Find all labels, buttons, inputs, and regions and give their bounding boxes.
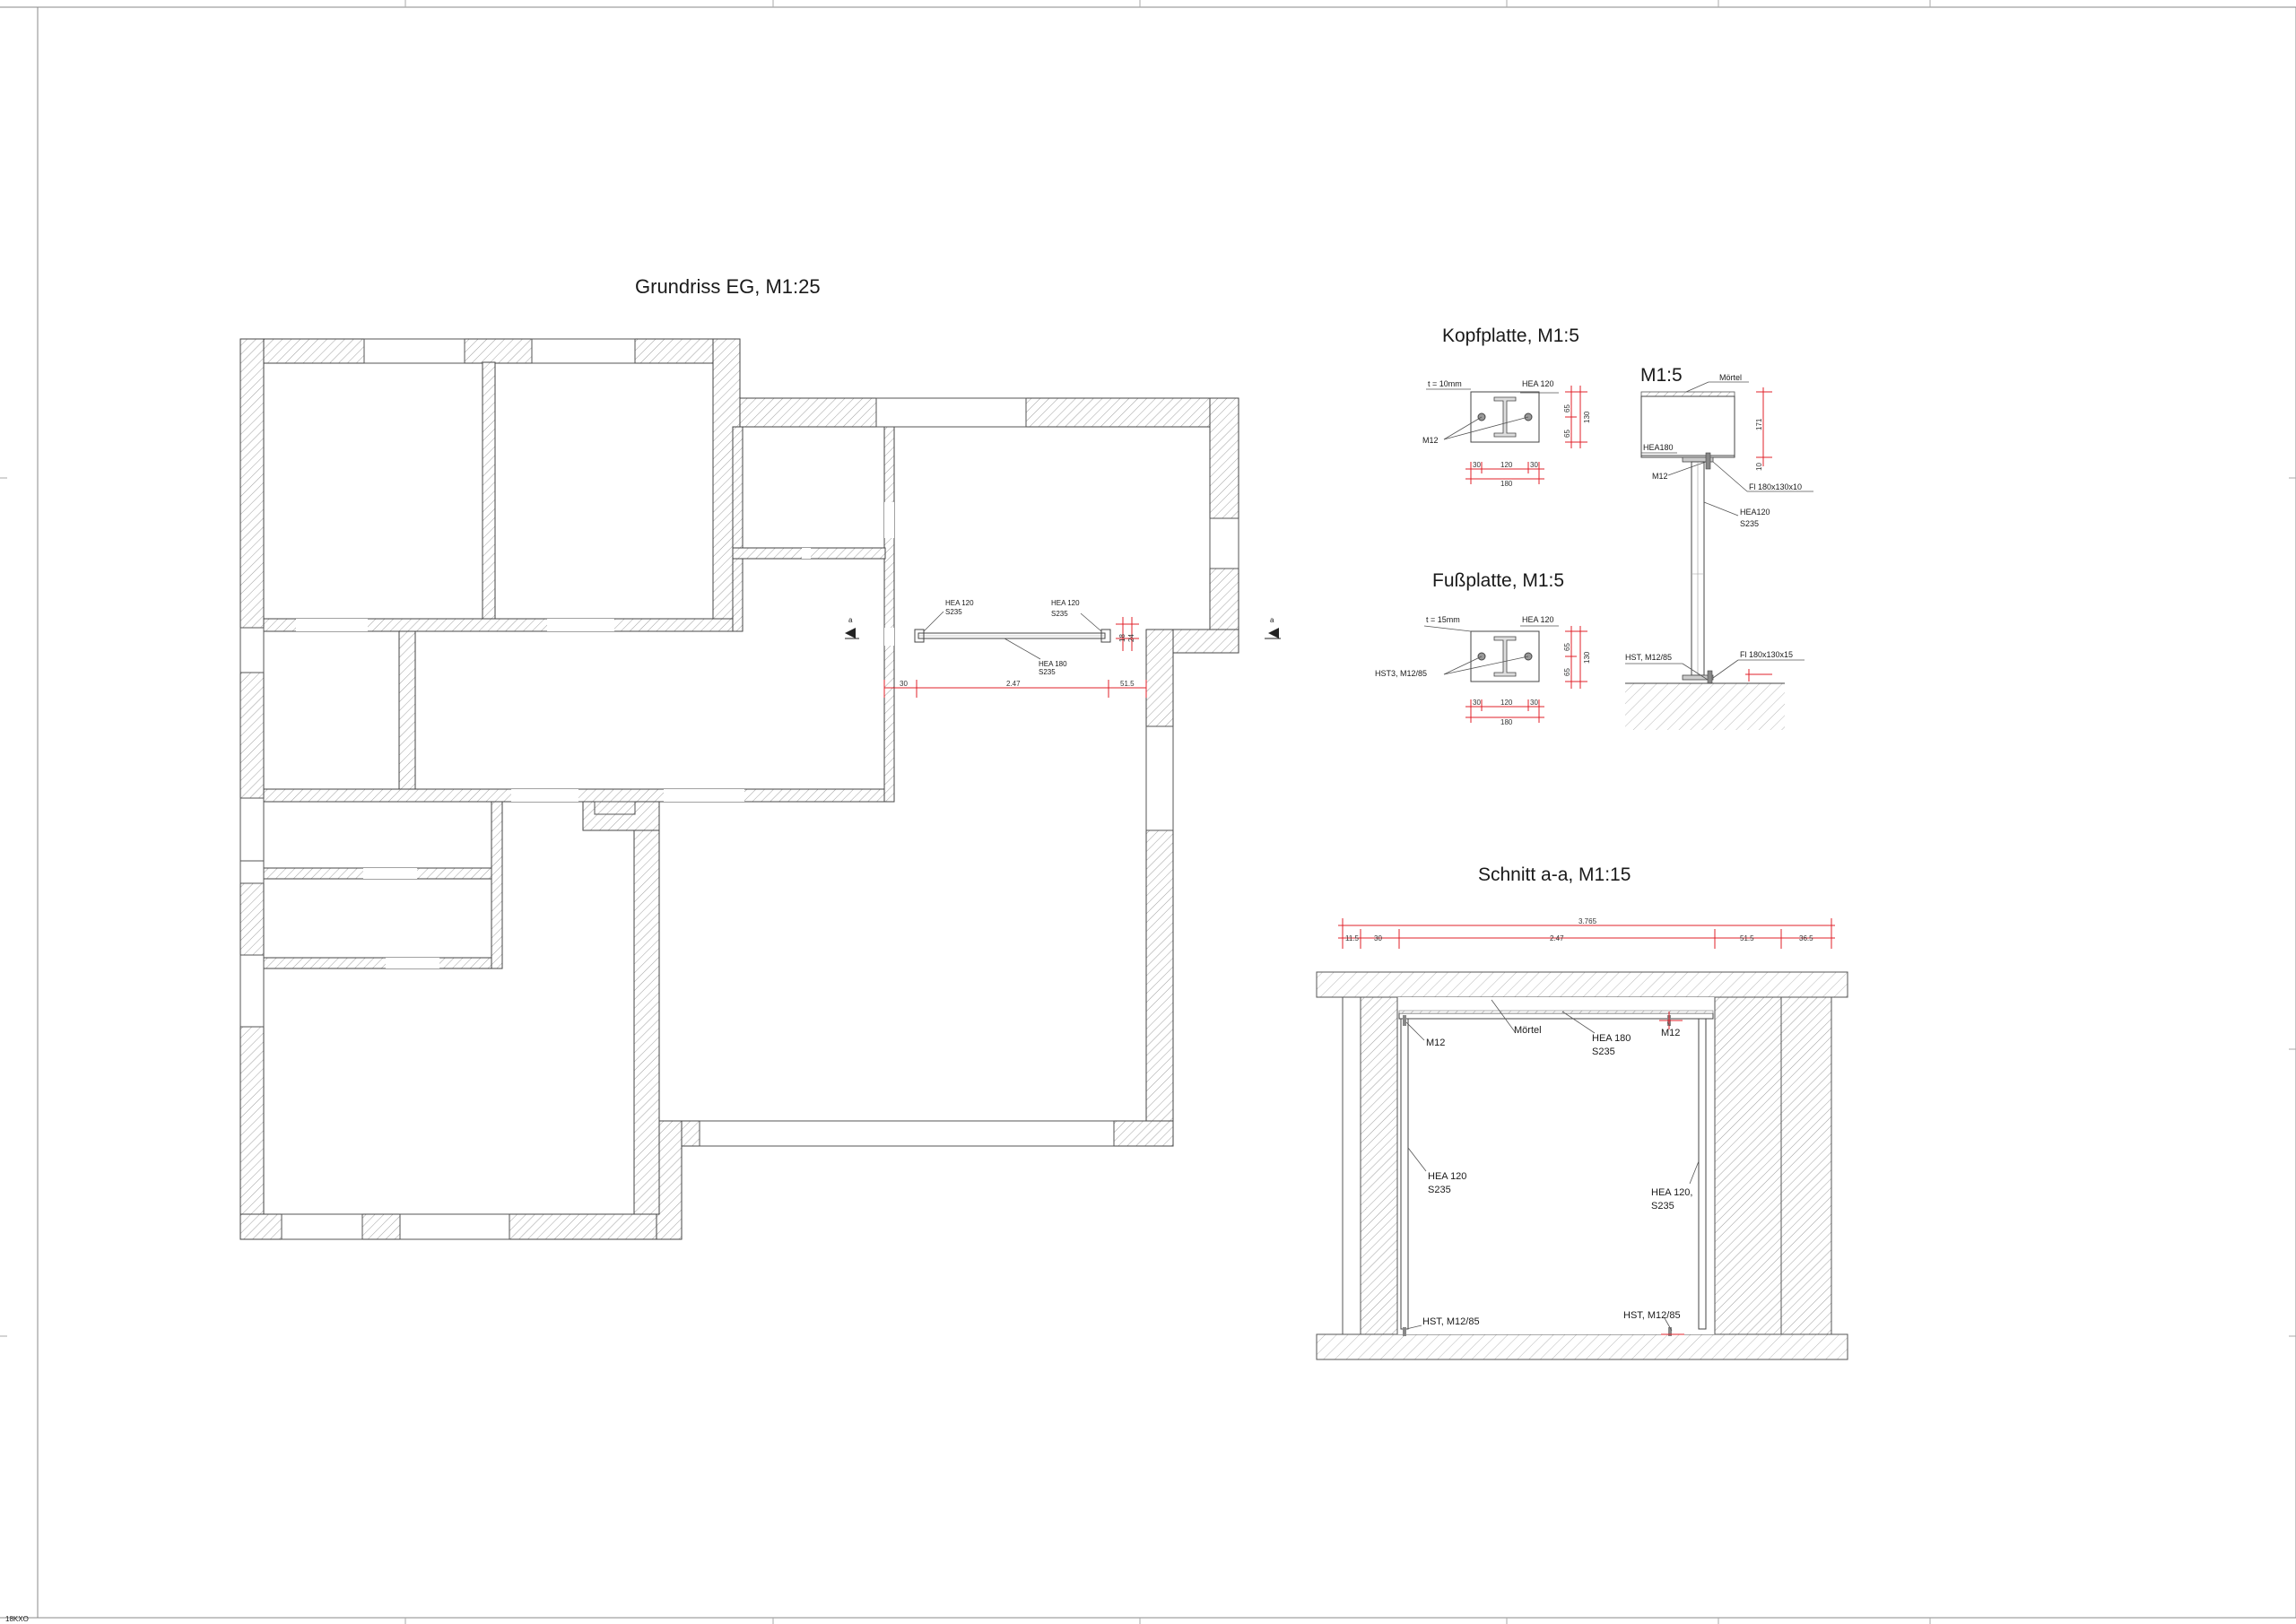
svg-text:S235: S235 [1592,1046,1615,1057]
svg-text:S235: S235 [945,608,962,616]
column-side-detail: M1:5 Mörtel HEA180 M12 Fl 180x130x10 HEA… [1625,365,1813,730]
plan-dimension: 30 2.47 51.5 [883,680,1147,698]
svg-text:30: 30 [1530,461,1538,469]
svg-text:t = 10mm: t = 10mm [1428,379,1462,388]
floor-plan: Grundriss EG, M1:25 [239,275,1281,1240]
head-plate-title: Kopfplatte, M1:5 [1442,326,1579,346]
svg-text:36.5: 36.5 [1799,934,1813,942]
svg-text:130: 130 [1583,651,1591,664]
svg-text:3.765: 3.765 [1578,917,1597,925]
side-detail-title: M1:5 [1640,365,1683,386]
svg-text:HEA120: HEA120 [1740,508,1770,517]
svg-text:M12: M12 [1426,1038,1445,1048]
door-openings [296,502,894,968]
svg-text:S235: S235 [1039,668,1056,676]
svg-text:30: 30 [1473,699,1481,707]
section-aa: Schnitt a-a, M1:15 3.765 11.5 30 2.47 51… [1316,864,1848,1360]
svg-text:171: 171 [1755,418,1763,430]
svg-text:Fl 180x130x10: Fl 180x130x10 [1749,482,1802,491]
svg-text:65: 65 [1563,404,1571,413]
svg-text:HEA 180: HEA 180 [1592,1033,1631,1044]
svg-text:10: 10 [1755,463,1763,471]
svg-text:M12: M12 [1661,1028,1680,1038]
svg-text:11.5: 11.5 [1345,934,1360,942]
svg-text:18: 18 [1118,634,1126,642]
svg-text:M12: M12 [1422,436,1439,445]
svg-text:130: 130 [1583,411,1591,423]
svg-text:51.5: 51.5 [1740,934,1754,942]
svg-text:2.47: 2.47 [1006,680,1021,688]
svg-text:HEA 180: HEA 180 [1039,660,1067,668]
svg-text:65: 65 [1563,430,1571,438]
svg-text:HEA 120: HEA 120 [1522,615,1554,624]
svg-text:S235: S235 [1740,519,1759,528]
svg-text:HST, M12/85: HST, M12/85 [1625,653,1672,662]
svg-text:180: 180 [1500,480,1513,488]
svg-text:51.5: 51.5 [1120,680,1135,688]
svg-text:M12: M12 [1652,472,1668,481]
svg-text:Mörtel: Mörtel [1514,1025,1542,1036]
svg-text:30: 30 [1473,461,1481,469]
svg-text:S235: S235 [1651,1201,1674,1211]
foot-plate-detail: Fußplatte, M1:5 t = 15mm HEA 120 HST3, M… [1375,570,1591,726]
svg-text:120: 120 [1500,699,1513,707]
svg-text:S235: S235 [1051,610,1068,618]
svg-text:HST, M12/85: HST, M12/85 [1422,1316,1480,1327]
svg-text:24: 24 [1127,634,1135,642]
svg-text:HEA180: HEA180 [1643,443,1674,452]
svg-text:30: 30 [900,680,908,688]
svg-text:HEA 120: HEA 120 [1051,599,1080,607]
svg-text:HST3, M12/85: HST3, M12/85 [1375,669,1427,678]
svg-text:HST, M12/85: HST, M12/85 [1623,1310,1681,1321]
svg-text:HEA 120: HEA 120 [945,599,974,607]
svg-text:65: 65 [1563,643,1571,651]
head-plate-detail: Kopfplatte, M1:5 t = 10mm HEA 120 M12 30… [1422,326,1591,488]
beam-plan: HEA 120 S235 HEA 120 S235 HEA 180 S235 1… [914,599,1139,676]
window-openings [239,338,1239,1240]
svg-text:t = 15mm: t = 15mm [1426,615,1460,624]
svg-text:30: 30 [1530,699,1538,707]
svg-text:120: 120 [1500,461,1513,469]
frame-code: 18KXO [5,1615,29,1623]
svg-text:Fl 180x130x15: Fl 180x130x15 [1740,650,1793,659]
svg-text:HEA 120: HEA 120 [1428,1171,1466,1182]
svg-text:a: a [1270,616,1274,624]
svg-text:2.47: 2.47 [1550,934,1564,942]
section-marker-left: a [845,616,859,639]
section-marker-right: a [1265,616,1281,639]
svg-text:HEA 120: HEA 120 [1522,379,1554,388]
svg-text:30: 30 [1374,934,1382,942]
svg-text:Mörtel: Mörtel [1719,373,1742,382]
svg-text:HEA 120,: HEA 120, [1651,1187,1692,1198]
section-title: Schnitt a-a, M1:15 [1478,864,1631,885]
svg-text:S235: S235 [1428,1185,1451,1195]
foot-plate-title: Fußplatte, M1:5 [1432,570,1564,591]
svg-text:180: 180 [1500,718,1513,726]
svg-text:65: 65 [1563,668,1571,676]
floor-plan-title: Grundriss EG, M1:25 [635,275,821,298]
svg-text:a: a [848,616,853,624]
